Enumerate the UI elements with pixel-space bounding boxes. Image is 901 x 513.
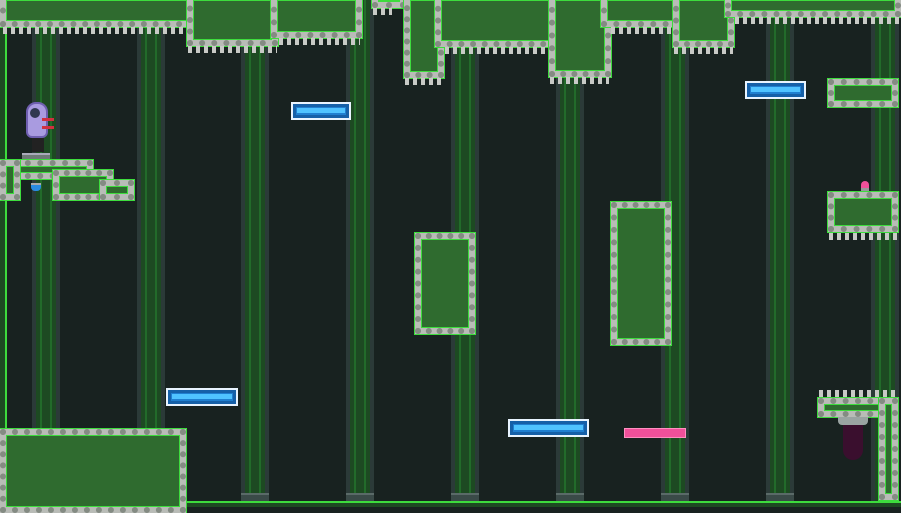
player-robot [26,102,54,154]
start-ledge [0,159,21,201]
spike-row [734,17,899,24]
ceiling-block [0,0,195,28]
pillar [766,0,794,507]
ceiling-block [371,0,407,9]
floor [0,501,901,507]
exit-door[interactable] [843,425,863,460]
pillar [137,0,165,507]
pillar [32,0,60,507]
spike-row [828,233,898,240]
ceiling-block [434,0,559,48]
floating-block [610,201,672,346]
ceiling-block [724,0,901,18]
floating-block [414,232,476,335]
spike-row [187,46,277,53]
blue-platform [745,81,806,99]
spike-row [610,27,673,34]
ceiling-block [270,0,363,39]
left-wall [0,0,7,507]
start-ledge [99,179,135,201]
blue-platform [291,102,351,120]
blue-platform [166,388,238,406]
wall-ledge [827,78,899,108]
spike-row [2,27,187,34]
wall-ledge [827,191,899,233]
spawn-pad [22,153,50,159]
ceiling-block [548,0,612,78]
ceiling-block [186,0,279,47]
exit-door-frame [838,417,868,425]
spike-row [404,78,444,85]
pillar [346,0,374,507]
spike-row [549,77,609,84]
start-ledge [52,169,114,201]
ceiling-block [600,0,682,28]
spike-row [444,47,549,54]
spike-row [372,8,392,15]
blue-platform [508,419,589,437]
ceiling-block [672,0,735,48]
spike-row [818,390,898,397]
pillar [241,0,269,507]
pink-switch[interactable] [861,181,869,191]
pink-platform [624,428,686,438]
ground-block [0,428,187,513]
spike-row [673,47,733,54]
exit-wall [878,397,899,501]
checkpoint-light [31,183,41,191]
spike-row [278,38,360,45]
